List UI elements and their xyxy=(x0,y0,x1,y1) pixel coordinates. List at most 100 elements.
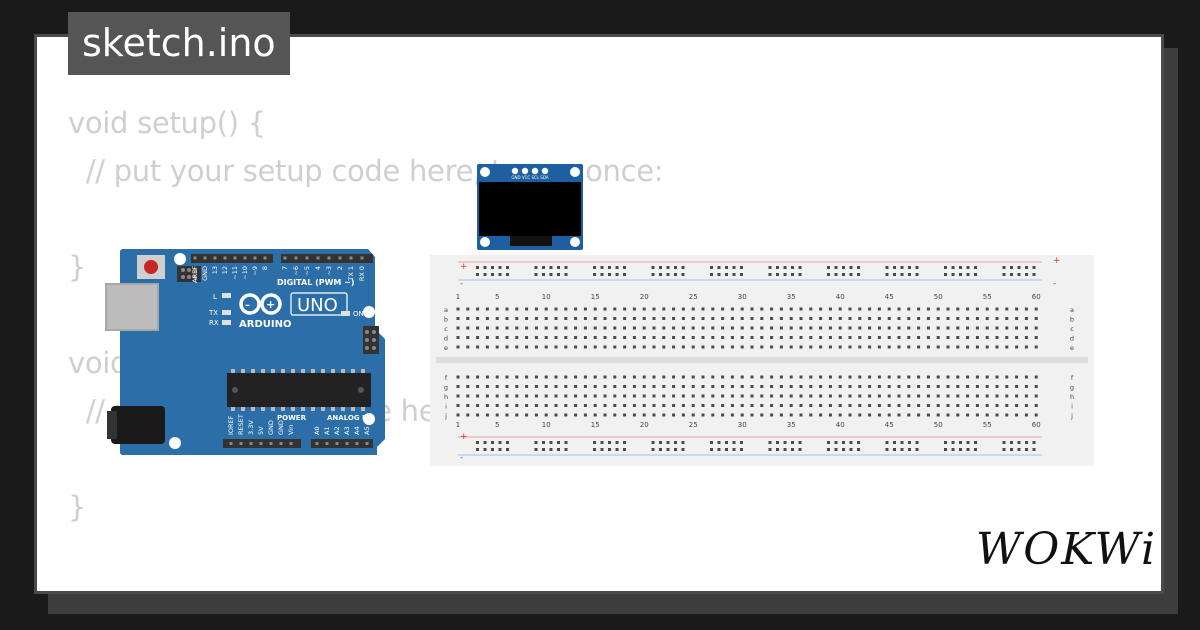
digital-pin-label: ~11 xyxy=(231,266,239,280)
column-number: 30 xyxy=(738,421,747,429)
atmega-chip xyxy=(227,373,371,407)
digital-pin-label: RX 0 xyxy=(358,266,366,281)
digital-pin-label: GND xyxy=(201,266,209,281)
tx-led-label: TX xyxy=(208,309,218,317)
row-letter: a xyxy=(444,306,448,314)
row-letter: h xyxy=(444,393,448,401)
svg-text:+: + xyxy=(266,298,275,311)
column-number: 10 xyxy=(542,293,551,301)
row-letter: h xyxy=(1070,393,1074,401)
row-letter: d xyxy=(444,335,448,343)
column-number: 50 xyxy=(934,421,943,429)
column-number: 35 xyxy=(787,293,796,301)
column-number: 15 xyxy=(591,421,600,429)
column-number: 20 xyxy=(640,293,649,301)
breadboard[interactable]: +-+-+-1155101015152020252530303535404045… xyxy=(430,255,1094,466)
column-number: 45 xyxy=(885,293,894,301)
rail-plus-sign: + xyxy=(1053,256,1061,266)
digital-pin-label: ~9 xyxy=(251,266,259,276)
column-number: 55 xyxy=(983,293,992,301)
rail-plus-sign: + xyxy=(460,262,468,272)
row-letter: i xyxy=(445,403,447,411)
digital-pin-label: 12 xyxy=(221,266,229,274)
power-pin-label: RESET xyxy=(237,414,245,435)
oled-display[interactable]: GND VCC SCL SDA xyxy=(477,164,583,250)
row-letter: c xyxy=(1070,325,1074,333)
analog-pin-label: A3 xyxy=(343,426,351,435)
power-pin-label: Vin xyxy=(287,425,295,435)
digital-pin-label: 2 xyxy=(336,266,344,270)
row-letter: e xyxy=(1070,344,1074,352)
analog-pin-label: A2 xyxy=(333,426,341,435)
digital-pin-label: 4 xyxy=(314,266,322,270)
column-number: 55 xyxy=(983,421,992,429)
rx-led-label: RX xyxy=(209,319,219,327)
digital-pin-label: TX 1 xyxy=(347,266,355,282)
analog-pin-label: A0 xyxy=(313,426,321,435)
digital-pin-label: 13 xyxy=(211,266,219,274)
row-letter: f xyxy=(445,374,448,382)
column-number: 1 xyxy=(456,293,460,301)
analog-pin-label: A4 xyxy=(353,426,361,435)
digital-pin-label: ~6 xyxy=(292,266,300,276)
analog-pin-label: A1 xyxy=(323,426,331,435)
code-line: } xyxy=(68,490,87,524)
row-letter: c xyxy=(444,325,448,333)
column-number: 1 xyxy=(456,421,460,429)
power-pin-label: 3.3V xyxy=(247,420,255,435)
svg-text:–: – xyxy=(245,300,250,311)
row-letter: e xyxy=(444,344,448,352)
column-number: 40 xyxy=(836,293,845,301)
column-number: 60 xyxy=(1032,421,1041,429)
column-number: 60 xyxy=(1032,293,1041,301)
digital-pin-label: ~10 xyxy=(241,266,249,280)
digital-pin-label: 8 xyxy=(261,266,269,270)
center-channel xyxy=(436,357,1088,363)
digital-pin-label: ~3 xyxy=(325,266,333,276)
column-number: 5 xyxy=(495,293,499,301)
rail-plus-sign: + xyxy=(460,432,468,442)
arduino-logo-icon xyxy=(239,293,282,315)
file-tab[interactable]: sketch.ino xyxy=(68,12,290,75)
analog-label: ANALOG IN xyxy=(327,414,371,422)
oled-screen xyxy=(479,182,581,236)
column-number: 25 xyxy=(689,293,698,301)
row-letter: j xyxy=(1070,412,1073,420)
code-line: void setup() { xyxy=(68,106,266,140)
digital-label: DIGITAL (PWM ~) xyxy=(277,278,355,287)
digital-pin-label: 7 xyxy=(281,266,289,270)
row-letter: g xyxy=(444,384,448,392)
column-number: 20 xyxy=(640,421,649,429)
code-line: // put your setup code here, to run once… xyxy=(68,154,664,188)
l-led-label: L xyxy=(213,293,217,301)
column-number: 10 xyxy=(542,421,551,429)
on-led-label: ON xyxy=(353,310,364,318)
row-letter: b xyxy=(1070,316,1074,324)
column-number: 15 xyxy=(591,293,600,301)
wokwi-logo: WOKWi xyxy=(976,524,1158,575)
row-letter: a xyxy=(1070,306,1074,314)
digital-pin-label: ~5 xyxy=(303,266,311,276)
column-number: 45 xyxy=(885,421,894,429)
analog-pin-label: A5 xyxy=(363,426,371,435)
column-number: 30 xyxy=(738,293,747,301)
power-pin-label: IOREF xyxy=(227,415,235,435)
power-jack xyxy=(111,406,165,444)
code-line: } xyxy=(68,250,87,284)
power-pin-label: GND xyxy=(277,420,285,435)
row-letter: d xyxy=(1070,335,1074,343)
column-number: 40 xyxy=(836,421,845,429)
row-letter: g xyxy=(1070,384,1074,392)
rail-minus-sign: - xyxy=(1053,279,1056,289)
rail-minus-sign: - xyxy=(460,279,463,289)
power-label: POWER xyxy=(277,414,307,422)
digital-pin-label: AREF xyxy=(191,266,199,283)
rail-minus-sign: - xyxy=(460,453,463,463)
row-letter: f xyxy=(1071,374,1074,382)
oled-pin-labels: GND VCC SCL SDA xyxy=(511,175,548,180)
power-pin-label: 5V xyxy=(257,426,265,435)
uno-label: UNO xyxy=(297,295,338,316)
arduino-brand: ARDUINO xyxy=(239,319,291,330)
power-pin-label: GND xyxy=(267,420,275,435)
